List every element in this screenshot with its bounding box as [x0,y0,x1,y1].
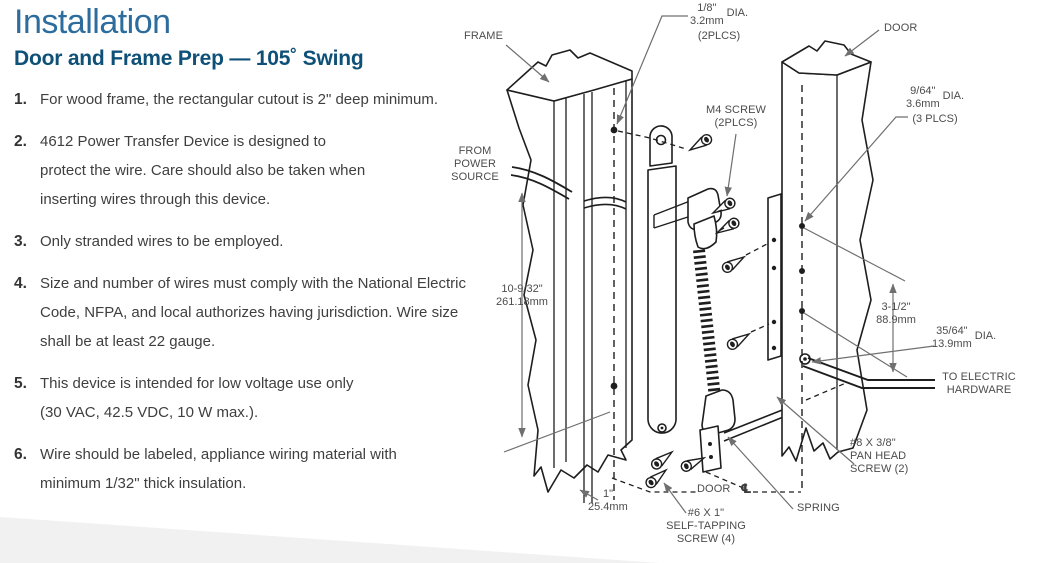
instruction-number: 5. [14,375,27,393]
page-title: Installation [14,3,171,41]
frame-post-drawing [506,49,633,503]
instruction-number: 2. [14,133,27,151]
dia-suffix: DIA. [726,6,749,19]
instruction-number: 6. [14,446,27,464]
dia-inches: 1/8" [697,2,717,14]
power-wires-drawing [510,166,573,200]
instruction-number: 1. [14,91,27,109]
self-tapping-screw-label: #6 X 1" SELF-TAPPING SCREW (4) [666,507,746,545]
instruction-text: Wire should be labeled, appliance wiring… [40,446,397,493]
instruction-text: This device is intended for low voltage … [40,375,354,422]
dia-fraction-stack: 1/8" 3.2mm [690,2,724,27]
dia-places: (3 PLCS) [912,113,958,126]
dim-stack: 1" 25.4mm [588,488,628,513]
instruction-text: Only stranded wires to be employed. [40,233,284,251]
dim-stack: 10-9/32" 261.18mm [492,283,552,308]
instruction-item-2: 2. 4612 Power Transfer Device is designe… [14,127,484,214]
instruction-number: 4. [14,275,27,293]
instruction-text: Size and number of wires must comply wit… [40,275,467,351]
page-subtitle: Door and Frame Prep — 105˚ Swing [14,47,364,71]
dia-callout-1-8in: 1/8" 3.2mm DIA. (2PLCS) [690,2,748,42]
from-power-source-label: FROM POWER SOURCE [451,145,499,183]
dia-mm: 13.9mm [932,337,972,350]
dia-mm: 3.6mm [906,97,940,110]
dia-fraction-stack: 9/64" 3.6mm [906,85,940,110]
instructions-column: Installation Door and Frame Prep — 105˚ … [14,3,484,511]
centerline-symbol: ℄ [740,481,752,496]
instruction-item-3: 3. Only stranded wires to be employed. [14,227,484,256]
dia-callout-row: 35/64" 13.9mm DIA. [932,325,996,350]
instruction-text: For wood frame, the rectangular cutout i… [40,91,439,109]
instruction-item-5: 5. This device is intended for low volta… [14,369,484,427]
dia-callout-row: 9/64" 3.6mm DIA. [906,85,964,110]
dia-callout-row: 1/8" 3.2mm DIA. [690,2,748,27]
hardware-wires-drawing [802,357,935,389]
dia-inches: 35/64" [936,325,968,337]
screws-drawing [643,132,753,491]
to-electric-hardware-label: TO ELECTRIC HARDWARE [942,371,1016,396]
door-top-label: DOOR [884,22,918,34]
dia-mm: 3.2mm [690,14,724,27]
instruction-item-4: 4. Size and number of wires must comply … [14,269,484,356]
instruction-item-6: 6. Wire should be labeled, appliance wir… [14,440,484,498]
door-bottom-label: DOOR [697,483,731,495]
spring-label: SPRING [797,502,840,514]
frame-label: FRAME [464,30,503,42]
dim-mm: 25.4mm [588,500,628,513]
dim-mm: 88.9mm [876,313,916,326]
dia-callout-35-64in: 35/64" 13.9mm DIA. [932,325,996,350]
dia-callout-9-64in: 9/64" 3.6mm DIA. (3 PLCS) [906,85,964,125]
dim-inches: 1" [603,488,614,500]
three-half-dimension: 3-1/2" 88.9mm [872,301,920,326]
dim-inches: 3-1/2" [881,301,911,313]
m4-screw-label: M4 SCREW (2PLCS) [705,104,767,129]
door-post-drawing [781,40,874,492]
instruction-number: 3. [14,233,27,251]
main-height-dimension: 10-9/32" 261.18mm [492,283,552,308]
dia-fraction-stack: 35/64" 13.9mm [932,325,972,350]
footer-accent-band [0,517,660,563]
pan-head-screw-label: #8 X 3/8" PAN HEAD SCREW (2) [850,437,909,475]
instruction-text: 4612 Power Transfer Device is designed t… [40,133,366,209]
power-transfer-device-drawing [647,125,804,473]
dashed-alignment-lines [611,130,847,493]
dim-stack: 3-1/2" 88.9mm [872,301,920,326]
instruction-list: 1. For wood frame, the rectangular cutou… [14,85,484,498]
one-inch-dimension: 1" 25.4mm [588,488,628,513]
dia-places: (2PLCS) [697,30,741,43]
dim-inches: 10-9/32" [501,283,543,295]
dia-suffix: DIA. [974,329,997,342]
instruction-item-1: 1. For wood frame, the rectangular cutou… [14,85,484,114]
dia-inches: 9/64" [910,85,936,97]
dim-mm: 261.18mm [496,295,548,308]
dia-suffix: DIA. [942,89,965,102]
